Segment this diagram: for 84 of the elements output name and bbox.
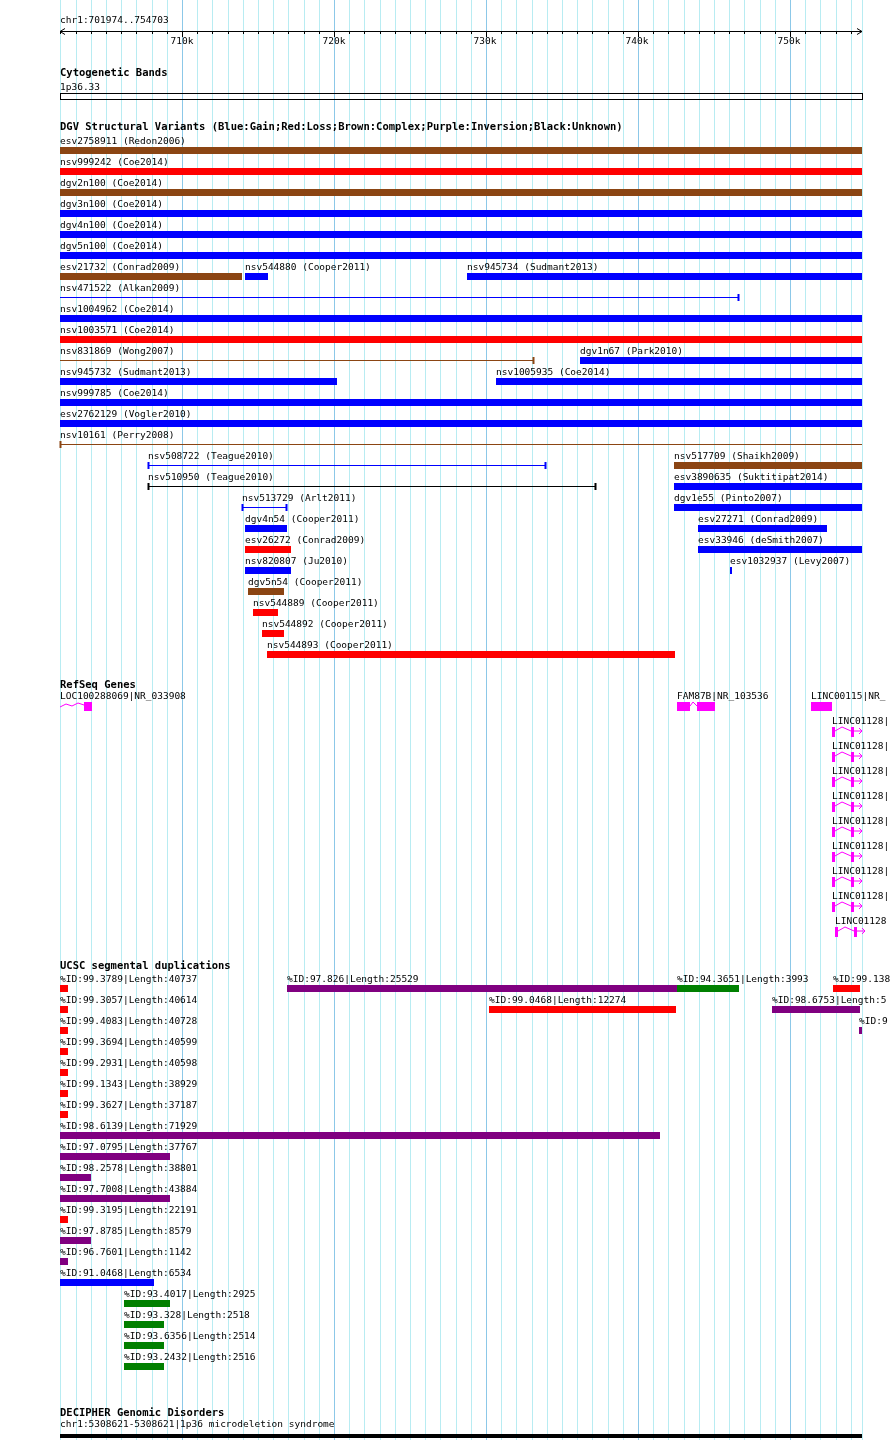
- feature-label: esv1032937 (Levy2007): [730, 555, 851, 566]
- track-heading: DGV Structural Variants (Blue:Gain;Red:Loss;Brown:Complex;Purple:Inversion;Black:Unknown): [60, 121, 623, 132]
- gene-label: LINC01128|: [832, 815, 890, 826]
- feature-label: %ID:99.3195|Length:22191: [60, 1204, 198, 1215]
- feature-label: dgv2n100 (Coe2014): [60, 177, 163, 188]
- feature-label: %ID:93.4017|Length:2925: [124, 1288, 256, 1299]
- gene-label: LINC01128|: [832, 740, 890, 751]
- feature-label: %ID:97.8785|Length:8579: [60, 1225, 192, 1236]
- position-label: chr1:701974..754703: [60, 14, 169, 25]
- feature-label: nsv999242 (Coe2014): [60, 156, 169, 167]
- feature-label: dgv3n100 (Coe2014): [60, 198, 163, 209]
- gene-label: LINC00115|NR_: [811, 690, 886, 701]
- feature-label: esv3890635 (Suktitipat2014): [674, 471, 829, 482]
- feature-label: %ID:9: [859, 1015, 888, 1026]
- feature-label: %ID:91.0468|Length:6534: [60, 1267, 192, 1278]
- feature-label: dgv4n54 (Cooper2011): [245, 513, 360, 524]
- feature-label: %ID:97.7008|Length:43884: [60, 1183, 198, 1194]
- feature-label: nsv544892 (Cooper2011): [262, 618, 388, 629]
- feature-label: %ID:98.6753|Length:5: [772, 994, 887, 1005]
- feature-label: dgv5n100 (Coe2014): [60, 240, 163, 251]
- feature-label: %ID:98.6139|Length:71929: [60, 1120, 198, 1131]
- feature-label: nsv513729 (Arlt2011): [242, 492, 357, 503]
- feature-label: %ID:99.2931|Length:40598: [60, 1057, 198, 1068]
- feature-label: %ID:99.3057|Length:40614: [60, 994, 198, 1005]
- feature-label: nsv10161 (Perry2008): [60, 429, 175, 440]
- feature-label: nsv820807 (Ju2010): [245, 555, 348, 566]
- feature-label: nsv471522 (Alkan2009): [60, 282, 181, 293]
- feature-label: nsv945732 (Sudmant2013): [60, 366, 192, 377]
- feature-label: esv2762129 (Vogler2010): [60, 408, 192, 419]
- feature-label: %ID:97.0795|Length:37767: [60, 1141, 198, 1152]
- feature-label: %ID:99.3627|Length:37187: [60, 1099, 198, 1110]
- feature-label: dgv1n67 (Park2010): [580, 345, 683, 356]
- feature-label: nsv999785 (Coe2014): [60, 387, 169, 398]
- feature-label: nsv517709 (Shaikh2009): [674, 450, 800, 461]
- feature-label: chr1:5308621-5308621|1p36 microdeletion syndrome: [60, 1418, 335, 1429]
- feature-label: dgv1e55 (Pinto2007): [674, 492, 783, 503]
- gene-label: LINC01128|: [832, 840, 890, 851]
- feature-label: %ID:99.0468|Length:12274: [489, 994, 627, 1005]
- tick-label: 730k: [473, 35, 497, 46]
- gene-label: LINC01128|: [832, 715, 890, 726]
- feature-label: nsv544880 (Cooper2011): [245, 261, 371, 272]
- tick-label: 750k: [777, 35, 801, 46]
- feature-label: %ID:93.2432|Length:2516: [124, 1351, 256, 1362]
- feature-label: %ID:99.138: [833, 973, 890, 984]
- track-heading: Cytogenetic Bands: [60, 67, 168, 78]
- feature-label: nsv510950 (Teague2010): [148, 471, 274, 482]
- track-heading: DECIPHER Genomic Disorders: [60, 1407, 225, 1418]
- feature-label: nsv831869 (Wong2007): [60, 345, 175, 356]
- feature-label: 1p36.33: [60, 81, 101, 92]
- gene-label: LINC01128|: [832, 890, 890, 901]
- feature-label: esv33946 (deSmith2007): [698, 534, 824, 545]
- gene-label: LINC01128|: [832, 865, 890, 876]
- gene-label: FAM87B|NR_103536: [677, 690, 769, 701]
- feature-label: %ID:99.4083|Length:40728: [60, 1015, 198, 1026]
- feature-label: %ID:99.3789|Length:40737: [60, 973, 198, 984]
- feature-label: nsv1005935 (Coe2014): [496, 366, 611, 377]
- feature-label: esv26272 (Conrad2009): [245, 534, 366, 545]
- feature-label: %ID:99.3694|Length:40599: [60, 1036, 198, 1047]
- tick-label: 710k: [170, 35, 194, 46]
- feature-label: %ID:94.3651|Length:3993: [677, 973, 809, 984]
- gene-label: LINC01128|: [832, 790, 890, 801]
- feature-label: nsv544893 (Cooper2011): [267, 639, 393, 650]
- gene-label: LOC100288069|NR_033908: [60, 690, 186, 701]
- tick-label: 720k: [322, 35, 346, 46]
- feature-label: esv27271 (Conrad2009): [698, 513, 819, 524]
- feature-label: %ID:93.6356|Length:2514: [124, 1330, 256, 1341]
- feature-label: esv21732 (Conrad2009): [60, 261, 181, 272]
- gene-label: LINC01128|: [832, 765, 890, 776]
- feature-label: dgv5n54 (Cooper2011): [248, 576, 363, 587]
- feature-label: %ID:98.2578|Length:38801: [60, 1162, 198, 1173]
- feature-label: %ID:99.1343|Length:38929: [60, 1078, 198, 1089]
- feature-label: %ID:93.328|Length:2518: [124, 1309, 250, 1320]
- gene-label: LINC01128: [835, 915, 887, 926]
- track-heading: UCSC segmental duplications: [60, 960, 231, 971]
- feature-label: dgv4n100 (Coe2014): [60, 219, 163, 230]
- feature-label: nsv1003571 (Coe2014): [60, 324, 175, 335]
- feature-label: nsv945734 (Sudmant2013): [467, 261, 599, 272]
- feature-label: nsv508722 (Teague2010): [148, 450, 274, 461]
- feature-label: esv2758911 (Redon2006): [60, 135, 186, 146]
- feature-label: %ID:96.7601|Length:1142: [60, 1246, 192, 1257]
- tick-label: 740k: [625, 35, 649, 46]
- feature-label: %ID:97.826|Length:25529: [287, 973, 419, 984]
- feature-label: nsv544889 (Cooper2011): [253, 597, 379, 608]
- feature-label: nsv1004962 (Coe2014): [60, 303, 175, 314]
